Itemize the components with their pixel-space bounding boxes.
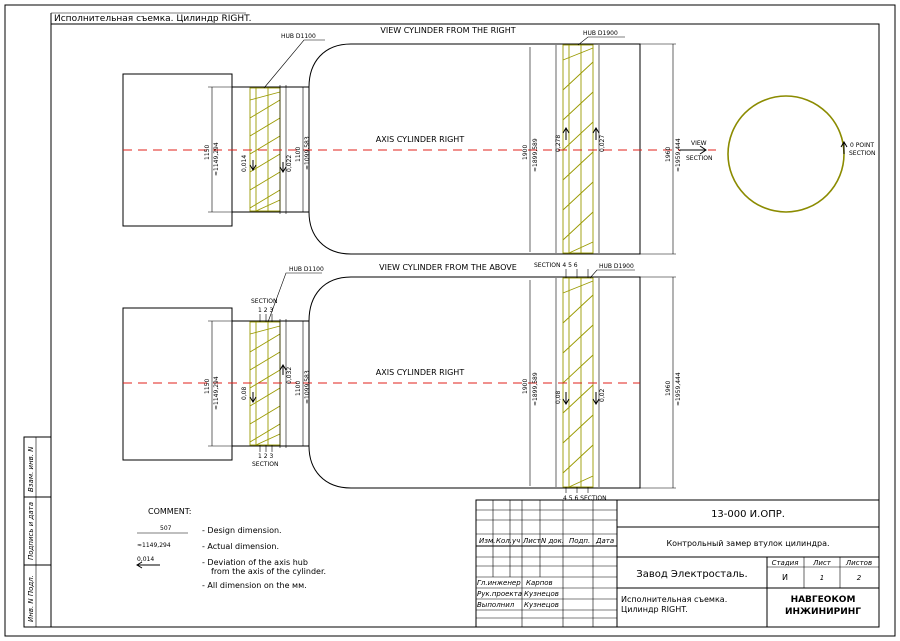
dev-small-hub-1-bottom: 0,08 bbox=[241, 386, 248, 400]
section-label-bottom-small: SECTION bbox=[252, 461, 278, 468]
dim-design-1100-top: 1100 bbox=[295, 147, 302, 162]
dim-design-1900-top: 1900 bbox=[522, 145, 529, 160]
dim-actual-1959-bottom: ≈1959,444 bbox=[675, 372, 682, 406]
tb-doc-title-1: Исполнительная съемка. bbox=[621, 595, 727, 604]
axis-label-top: AXIS CYLINDER RIGHT bbox=[376, 135, 465, 144]
dim-design-1960-bottom: 1960 bbox=[665, 381, 672, 396]
side-stamp-column: Взам. инв. N Подпись и дата Инв. N Подл. bbox=[23, 436, 52, 628]
tb-name-performer: Кузнецов bbox=[524, 601, 559, 609]
side-stamp-original-inv: Инв. N Подл. bbox=[27, 575, 35, 622]
tb-role-project-lead: Рук.проекта bbox=[477, 590, 522, 598]
tb-col-ndok: N док. bbox=[541, 537, 564, 545]
dev-large-hub-2-bottom: 0,02 bbox=[599, 388, 606, 402]
legend-item-deviation-2: from the axis of the cylinder. bbox=[211, 567, 326, 576]
tb-name-project-lead: Кузнецов bbox=[524, 590, 559, 598]
sheet-title: Исполнительная съемка. Цилиндр RIGHT. bbox=[54, 14, 251, 24]
legend-sample-actual: ≈1149,294 bbox=[137, 542, 171, 549]
tb-doc-title-2: Цилиндр RIGHT. bbox=[621, 605, 688, 614]
tb-header-sheet: Лист bbox=[812, 559, 832, 567]
legend-sample-deviation: 0,014 bbox=[137, 556, 154, 563]
legend-title: COMMENT: bbox=[148, 507, 191, 516]
small-shaft bbox=[232, 86, 309, 213]
side-stamp-signature-date: Подпись и дата bbox=[27, 502, 35, 560]
section-label-bottom-large: 4 5 6 SECTION bbox=[563, 495, 607, 502]
title-block: Изм. Кол.уч Лист N док. Подп. Дата Гл.ин… bbox=[475, 499, 880, 628]
dim-actual-1899-bottom: ≈1899,589 bbox=[532, 372, 539, 406]
small-hub-bottom bbox=[249, 321, 281, 446]
hub-d1900-label-top: HUB D1900 bbox=[583, 30, 618, 37]
dim-design-1900-bottom: 1900 bbox=[522, 379, 529, 394]
dim-design-1960-top: 1960 bbox=[665, 147, 672, 162]
dim-design-1100-bottom: 1100 bbox=[295, 381, 302, 396]
tb-value-sheets: 2 bbox=[857, 574, 862, 582]
view-section-label-2: SECTION bbox=[686, 155, 712, 162]
large-hub bbox=[562, 44, 594, 254]
zero-point-label-1: 0 POINT bbox=[850, 142, 874, 149]
legend-sample-design: 507 bbox=[160, 525, 172, 532]
dim-design-1150-top: 1150 bbox=[204, 145, 211, 160]
dev-small-hub-2-top: 0,022 bbox=[286, 155, 293, 172]
dim-actual-1099-bottom: ≈1099,583 bbox=[304, 370, 311, 404]
hub-d1100-label-bottom: HUB D1100 bbox=[289, 266, 324, 273]
axis-label-bottom: AXIS CYLINDER RIGHT bbox=[376, 368, 465, 377]
dev-small-hub-1-top: 0,014 bbox=[241, 155, 248, 172]
tb-col-data: Дата bbox=[595, 537, 614, 545]
legend-item-design: - Design dimension. bbox=[202, 526, 282, 535]
dev-large-hub-2-top: 0,027 bbox=[599, 135, 606, 152]
dev-large-hub-1-top: 0,278 bbox=[555, 135, 562, 152]
sheet-inner-frame bbox=[50, 23, 880, 628]
tb-description: Контрольный замер втулок цилиндра. bbox=[666, 539, 829, 548]
legend-item-actual: - Actual dimension. bbox=[202, 542, 279, 551]
dim-actual-1959-top: ≈1959,444 bbox=[675, 138, 682, 172]
tb-value-stage: И bbox=[782, 573, 788, 582]
side-stamp-replace-inv: Взам. инв. N bbox=[27, 446, 35, 492]
section-numbers-top-small: 1 2 3 bbox=[258, 307, 273, 314]
tb-document-code: 13-000 И.ОПР. bbox=[711, 509, 785, 520]
tb-role-performer: Выполнил bbox=[477, 601, 515, 609]
tb-org-1: НАВГЕОКОМ bbox=[791, 595, 856, 605]
legend-item-deviation-1: - Deviation of the axis hub bbox=[202, 558, 308, 567]
tb-col-koluch: Кол.уч bbox=[496, 537, 520, 545]
section-label-top-small: SECTION bbox=[251, 298, 277, 305]
tb-company: Завод Электросталь. bbox=[636, 569, 747, 580]
legend-item-units: - All dimension on the мм. bbox=[202, 581, 307, 590]
legend: COMMENT: 507 ≈1149,294 0,014 - Design di… bbox=[136, 507, 326, 590]
tb-org-2: ИНЖИНИРИНГ bbox=[785, 607, 861, 617]
hub-d1100-label-top: HUB D1100 bbox=[281, 33, 316, 40]
view-from-above: VIEW CYLINDER FROM THE ABOVE bbox=[122, 262, 682, 502]
view-right-title: VIEW CYLINDER FROM THE RIGHT bbox=[380, 26, 515, 35]
dim-design-1150-bottom: 1150 bbox=[204, 379, 211, 394]
tb-header-sheets: Листов bbox=[845, 559, 872, 567]
hub-d1900-label-bottom: HUB D1900 bbox=[599, 263, 634, 270]
zero-point-label-2: SECTION bbox=[849, 150, 875, 157]
section-label-top-large: SECTION 4 5 6 bbox=[534, 262, 578, 269]
cylinder-body bbox=[308, 43, 641, 255]
tb-col-podp: Подп. bbox=[569, 537, 590, 545]
section-numbers-bottom-small: 1 2 3 bbox=[258, 453, 273, 460]
left-end-block-bottom bbox=[122, 307, 233, 461]
section-circle bbox=[727, 95, 845, 213]
sheet-outer-border bbox=[4, 4, 896, 637]
view-section-label-1: VIEW bbox=[691, 140, 707, 147]
tb-role-chief-engineer: Гл.инженер bbox=[477, 579, 521, 587]
dim-actual-1099-top: ≈1099,583 bbox=[304, 136, 311, 170]
dev-large-hub-1-bottom: 0,08 bbox=[555, 390, 562, 404]
tb-header-stage: Стадия bbox=[772, 559, 799, 567]
view-from-right: VIEW CYLINDER FROM THE RIGHT bbox=[122, 26, 716, 255]
dim-actual-1149-top: ≈1149,294 bbox=[213, 142, 220, 176]
dim-actual-1899-top: ≈1899,589 bbox=[532, 138, 539, 172]
tb-value-sheet: 1 bbox=[820, 574, 824, 582]
tb-col-list: Лист bbox=[522, 537, 542, 545]
dim-actual-1149-bottom: ≈1149,294 bbox=[213, 376, 220, 410]
dev-small-hub-2-bottom: 0,032 bbox=[286, 367, 293, 384]
view-above-title: VIEW CYLINDER FROM THE ABOVE bbox=[379, 263, 517, 272]
tb-col-izm: Изм. bbox=[479, 537, 495, 545]
tb-name-chief-engineer: Карпов bbox=[526, 579, 553, 587]
